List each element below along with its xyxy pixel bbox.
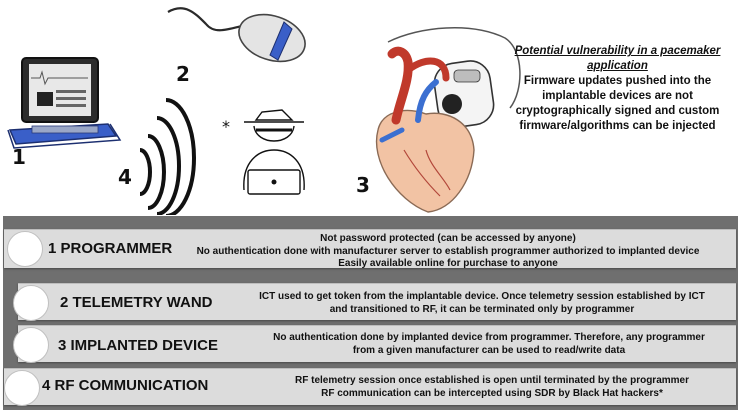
row-telemetry-wand — [18, 283, 736, 320]
row-1-line-3: Easily available online for purchase to … — [338, 258, 558, 269]
row-4-desc: RF telemetry session once established is… — [262, 375, 722, 400]
telemetry-wand-icon — [167, 7, 306, 63]
row-2-title: 2 TELEMETRY WAND — [60, 294, 213, 311]
label-2: 2 — [176, 62, 190, 86]
row-1-line-2: No authentication done with manufacturer… — [196, 245, 700, 257]
row-1-line-1: Not password protected (can be accessed … — [320, 233, 576, 244]
row-1-circle — [7, 231, 43, 267]
row-4-line-2: RF communication can be intercepted usin… — [321, 387, 663, 399]
label-3: 3 — [356, 173, 370, 197]
row-2-circle — [13, 285, 49, 321]
row-implanted-device — [18, 325, 736, 362]
laptop-programmer-icon — [7, 57, 122, 149]
row-2-line-2: and transitioned to RF, it can be termin… — [329, 303, 635, 315]
row-1-desc: Not password protected (can be accessed … — [158, 233, 738, 271]
vulnerability-title: Potential vulnerability in a pacemaker a… — [514, 45, 721, 72]
row-3-line-2: from a given manufacturer can be used to… — [352, 344, 626, 356]
row-4-title: 4 RF COMMUNICATION — [42, 377, 209, 394]
vulnerability-body: Firmware updates pushed into the implant… — [515, 75, 720, 132]
label-1: 1 — [12, 145, 26, 169]
row-2-line-1: ICT used to get token from the implantab… — [259, 291, 705, 302]
rf-waves-icon — [139, 98, 196, 215]
asterisk-mark: * — [222, 117, 230, 136]
vulnerability-note: Potential vulnerability in a pacemaker a… — [500, 44, 735, 134]
row-1-title: 1 PROGRAMMER — [48, 240, 173, 257]
row-2-desc: ICT used to get token from the implantab… — [232, 291, 732, 316]
hacker-icon — [204, 100, 356, 204]
row-3-line-1: No authentication done by implanted devi… — [273, 332, 705, 343]
label-4: 4 — [118, 165, 132, 189]
heart-pacemaker-icon — [375, 27, 521, 213]
row-3-desc: No authentication done by implanted devi… — [244, 332, 734, 357]
row-3-title: 3 IMPLANTED DEVICE — [58, 337, 219, 354]
row-rf-communication — [4, 368, 736, 405]
row-3-circle — [13, 327, 49, 363]
row-4-circle — [4, 370, 40, 406]
illustration-canvas: 1 2 3 4 * — [7, 7, 521, 215]
row-4-line-1: RF telemetry session once established is… — [295, 375, 689, 386]
row-programmer — [4, 229, 736, 268]
